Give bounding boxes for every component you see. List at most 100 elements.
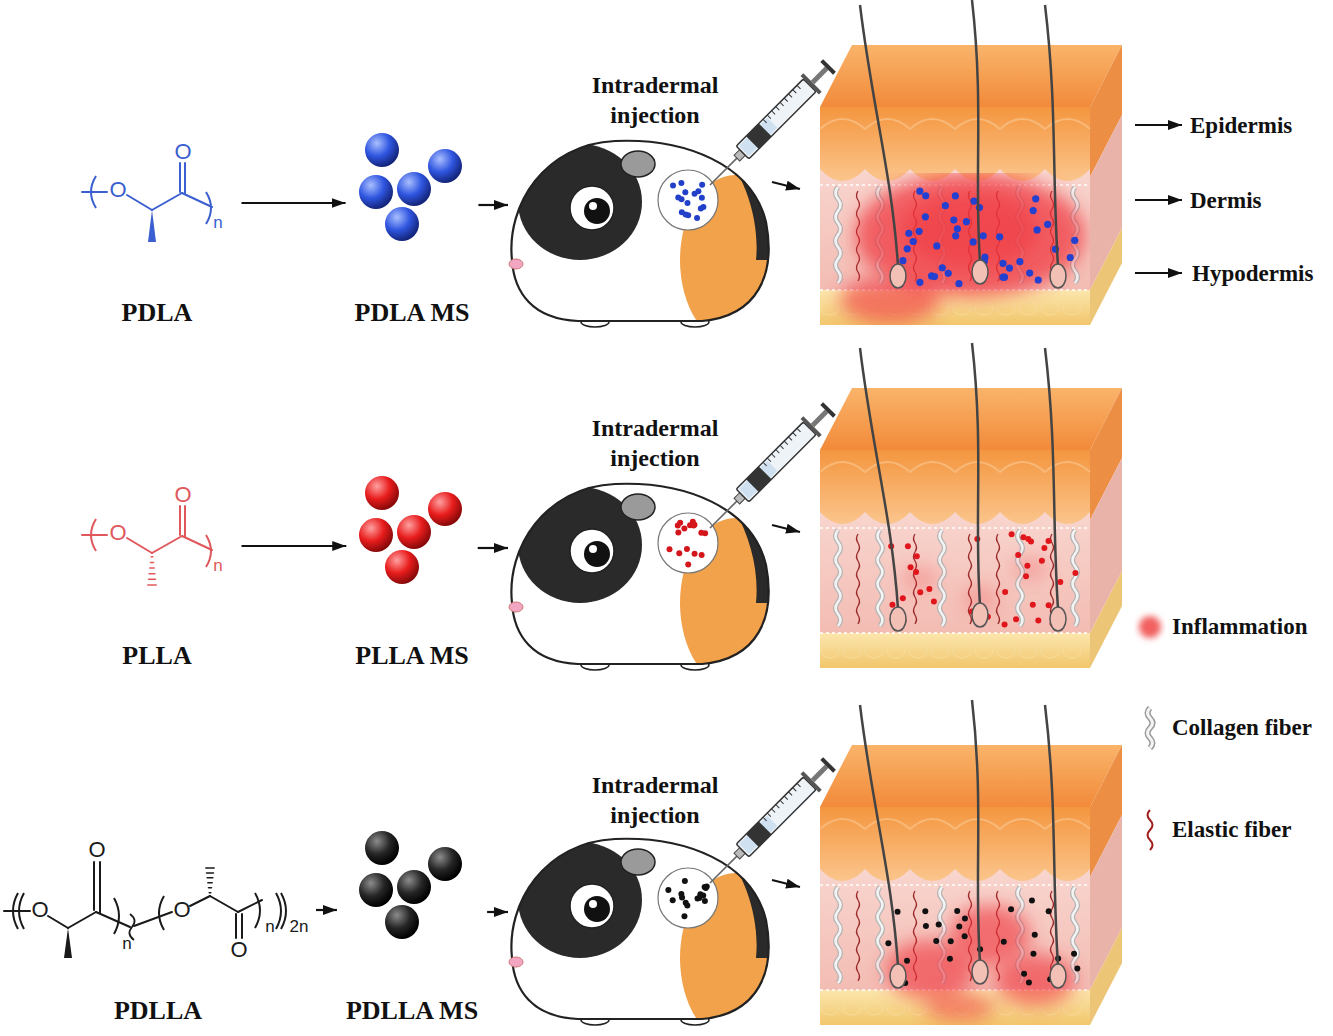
microsphere-dot [1006, 264, 1013, 271]
dermis-contents [836, 530, 1079, 627]
microsphere-dot [970, 238, 977, 245]
microsphere-dot [1021, 971, 1027, 977]
hair-follicle [972, 960, 988, 984]
needle [710, 158, 737, 185]
inflammation [902, 566, 938, 590]
guinea-pig [509, 135, 790, 345]
microsphere-dot [670, 897, 676, 903]
microsphere-dot [678, 180, 684, 186]
fat-cell [909, 1001, 927, 1015]
caption: PLLA MS [355, 641, 468, 671]
guinea-pig [509, 478, 790, 688]
microspheres: PDLLA MS [339, 828, 485, 1028]
microsphere-dot [947, 956, 953, 962]
microsphere-dot [1044, 221, 1051, 228]
microsphere-dot [908, 564, 914, 570]
legend-item: Collagen fiber [1134, 706, 1312, 750]
hair-follicle [890, 964, 906, 988]
collagen-fiber [836, 887, 841, 983]
pig-markings [518, 135, 790, 345]
elastic-fiber [997, 534, 1000, 624]
elastic-fiber [857, 891, 860, 981]
graduation [780, 800, 784, 804]
fat-cell [865, 644, 883, 658]
graduation [776, 107, 780, 111]
layer-label: Dermis [1190, 189, 1262, 212]
atom-label: O [173, 899, 190, 921]
hypodermis-side [1090, 571, 1122, 668]
plunger-rod [811, 765, 829, 783]
pig-pupil [584, 896, 610, 922]
legend-text: Collagen fiber [1172, 715, 1312, 741]
chemical-bond [235, 914, 237, 938]
microsphere-dot [1072, 570, 1078, 576]
microsphere-dot [698, 206, 704, 212]
hair [1045, 705, 1058, 966]
microsphere-dot [1023, 573, 1029, 579]
microsphere-dot [999, 274, 1006, 281]
skin-surface [820, 388, 1122, 450]
atom-label: O [230, 939, 247, 961]
skin-surface [820, 745, 1122, 807]
chemical-bond [148, 584, 156, 586]
microsphere-dot [936, 922, 942, 928]
microsphere-dot [670, 182, 676, 188]
fat-cell [821, 1001, 839, 1015]
microsphere [385, 905, 419, 939]
layer-pointer [1135, 199, 1182, 201]
caption: PDLA MS [355, 298, 470, 328]
chemical-bond [150, 567, 154, 569]
wedge-bond [148, 210, 156, 242]
microsphere-dot [905, 230, 912, 237]
injection-site [658, 170, 718, 230]
fat-cell [1019, 301, 1037, 315]
fat-cell [821, 644, 839, 658]
graduation [772, 111, 776, 115]
atom-label: O [174, 484, 191, 506]
hair [972, 0, 980, 262]
inflammation-swatch [1139, 616, 1161, 638]
fat-cell [975, 644, 993, 658]
graduation [788, 437, 792, 441]
legend-swatch [1134, 605, 1166, 649]
fat-cell [1063, 1001, 1081, 1015]
microsphere-dot [1071, 951, 1077, 957]
skin-block [820, 700, 1122, 1025]
legend-text: Elastic fiber [1172, 817, 1291, 843]
injection-site [658, 513, 718, 573]
microsphere-dot [696, 895, 702, 901]
chemical-bond [179, 163, 181, 192]
graduation [776, 450, 780, 454]
syringe [701, 56, 839, 194]
microsphere-dot [916, 228, 923, 235]
microsphere-dot [942, 202, 949, 209]
process-arrow [478, 547, 508, 549]
pig-ear [621, 849, 655, 875]
pig-markings [518, 833, 790, 1036]
microsphere-dot [1009, 531, 1015, 537]
caption: PDLLA [114, 996, 202, 1026]
microsphere-dot [970, 197, 977, 204]
hair [1045, 5, 1058, 266]
layer-label: Epidermis [1190, 114, 1292, 137]
microsphere-dot [685, 561, 691, 567]
layer-label: Hypodermis [1192, 262, 1313, 285]
pig-outline [511, 484, 768, 664]
hair-follicle [1050, 264, 1066, 288]
atom-label: n [122, 935, 131, 952]
graduation [784, 441, 788, 445]
fat-cell [1041, 301, 1059, 315]
graduation [772, 809, 776, 813]
microsphere [428, 149, 462, 183]
microsphere-dot [1067, 254, 1074, 261]
microsphere [385, 550, 419, 584]
legend-item: Elastic fiber [1134, 808, 1291, 852]
graduation [797, 783, 801, 787]
guinea-pig-injection: Intradermal injection [510, 411, 800, 670]
microsphere-dot [1041, 545, 1047, 551]
epidermis [820, 450, 1090, 524]
layer-pointer [1135, 124, 1182, 126]
microsphere-group [359, 133, 462, 241]
graduation [772, 454, 776, 458]
